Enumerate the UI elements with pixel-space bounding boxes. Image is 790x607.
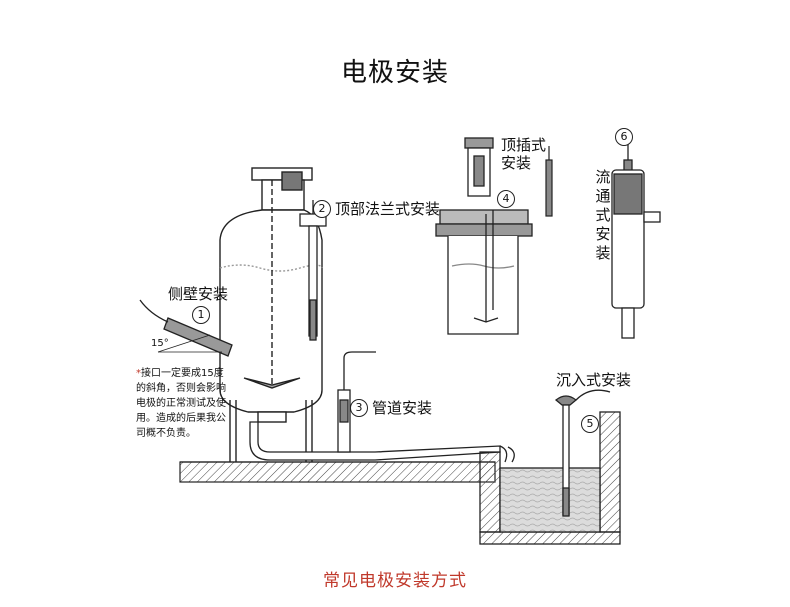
submersion-electrode	[554, 389, 611, 517]
open-basin	[479, 411, 621, 545]
figure-caption: 常见电极安装方式	[323, 571, 467, 591]
angle-label: 15°	[151, 338, 169, 349]
label-submersion: 沉入式安装	[556, 371, 632, 389]
reactor-tank	[219, 167, 323, 462]
ground-slab	[179, 461, 496, 483]
top-insert-vessel	[435, 137, 533, 335]
page-title: 电极安装	[340, 58, 449, 88]
note-star: *	[136, 368, 141, 379]
label-top-flange: 顶部法兰式安装	[335, 200, 441, 218]
marker-top-flange: 2	[313, 200, 331, 218]
marker-flow-through: 6	[615, 128, 633, 146]
marker-top-insert: 4	[497, 190, 515, 208]
label-flow-through: 流通式安装	[595, 168, 611, 262]
marker-submersion: 5	[581, 415, 599, 433]
side-wall-electrode	[139, 299, 233, 357]
label-side-wall: 侧壁安装	[168, 285, 229, 303]
label-pipeline: 管道安装	[372, 399, 433, 417]
marker-pipeline: 3	[350, 399, 368, 417]
marker-side-wall: 1	[192, 306, 210, 324]
label-top-insert: 顶插式安装	[501, 136, 547, 172]
installation-note: *接口一定要成15度的斜角，否则会影响电极的正常测试及使用。造成的后果我公司概不…	[136, 366, 230, 441]
note-text: 接口一定要成15度的斜角，否则会影响电极的正常测试及使用。造成的后果我公司概不负…	[136, 368, 226, 439]
flow-through-cell	[611, 144, 661, 339]
spare-electrode	[545, 146, 553, 217]
